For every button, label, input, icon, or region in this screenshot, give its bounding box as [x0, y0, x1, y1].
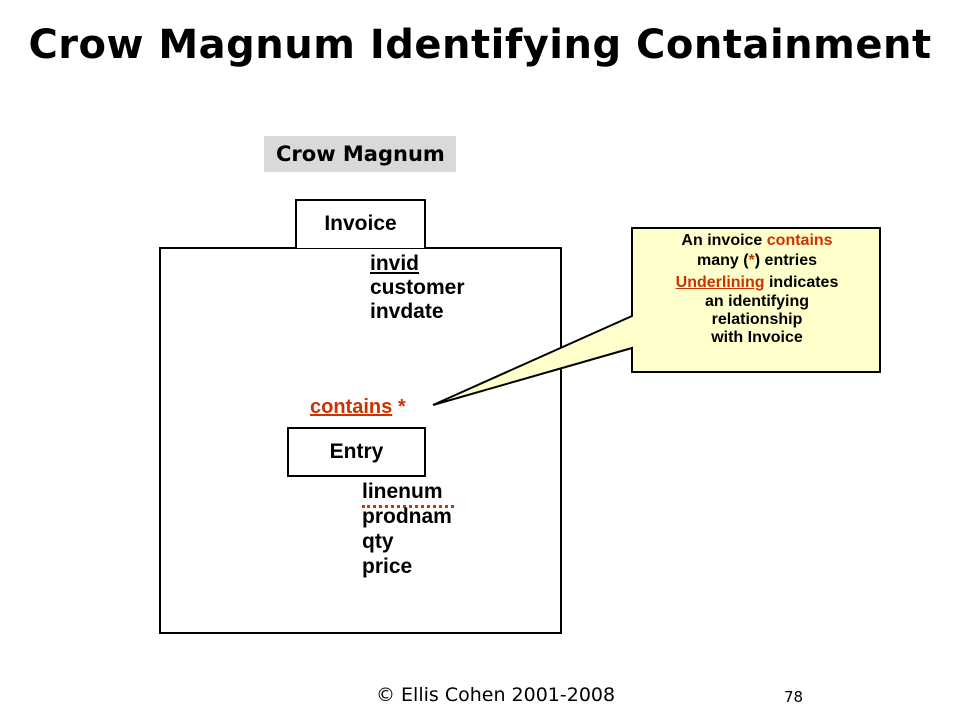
- entry-entity-box: Entry: [287, 427, 426, 477]
- note-star: *: [748, 252, 755, 269]
- slide-title: Crow Magnum Identifying Containment: [28, 22, 932, 68]
- note-line-3-text: indicates: [764, 274, 839, 291]
- note-underlining-word: Underlining: [675, 274, 765, 291]
- note-line-1: An invoice contains: [634, 231, 880, 251]
- invoice-attr-customer: customer: [370, 276, 465, 299]
- note-line-4: an identifying: [705, 293, 809, 310]
- entry-attr-price: price: [362, 555, 413, 578]
- note-line-1-text: An invoice: [681, 232, 767, 249]
- identifying-dotted-underline: [362, 505, 454, 508]
- notation-label: Crow Magnum: [264, 136, 456, 172]
- entry-attr-prodnam: prodnam: [362, 505, 452, 528]
- invoice-attr-invdate: invdate: [370, 300, 444, 323]
- note-line-2-text-c: ) entries: [754, 252, 818, 269]
- note-line-3: Underlining indicates: [634, 273, 880, 293]
- note-line-5: relationship: [711, 311, 803, 328]
- note-line-2: many (*) entries: [634, 251, 880, 271]
- relationship-name: contains: [310, 396, 393, 418]
- relationship-cardinality: *: [397, 396, 406, 418]
- entry-attr-qty: qty: [362, 530, 394, 553]
- relationship-label: contains *: [310, 396, 406, 419]
- callout-note-text: An invoice contains many (*) entries Und…: [634, 231, 880, 347]
- note-line-6: with Invoice: [711, 329, 803, 346]
- note-contains-word: contains: [766, 232, 833, 249]
- invoice-container-box: [159, 247, 562, 634]
- page-number: 78: [784, 688, 804, 706]
- entry-attr-linenum: linenum: [362, 480, 443, 503]
- invoice-entity-box: Invoice: [295, 199, 426, 248]
- copyright-footer: © Ellis Cohen 2001-2008: [376, 684, 616, 706]
- note-line-2-text-a: many (: [696, 252, 749, 269]
- invoice-attr-invid: invid: [370, 252, 420, 275]
